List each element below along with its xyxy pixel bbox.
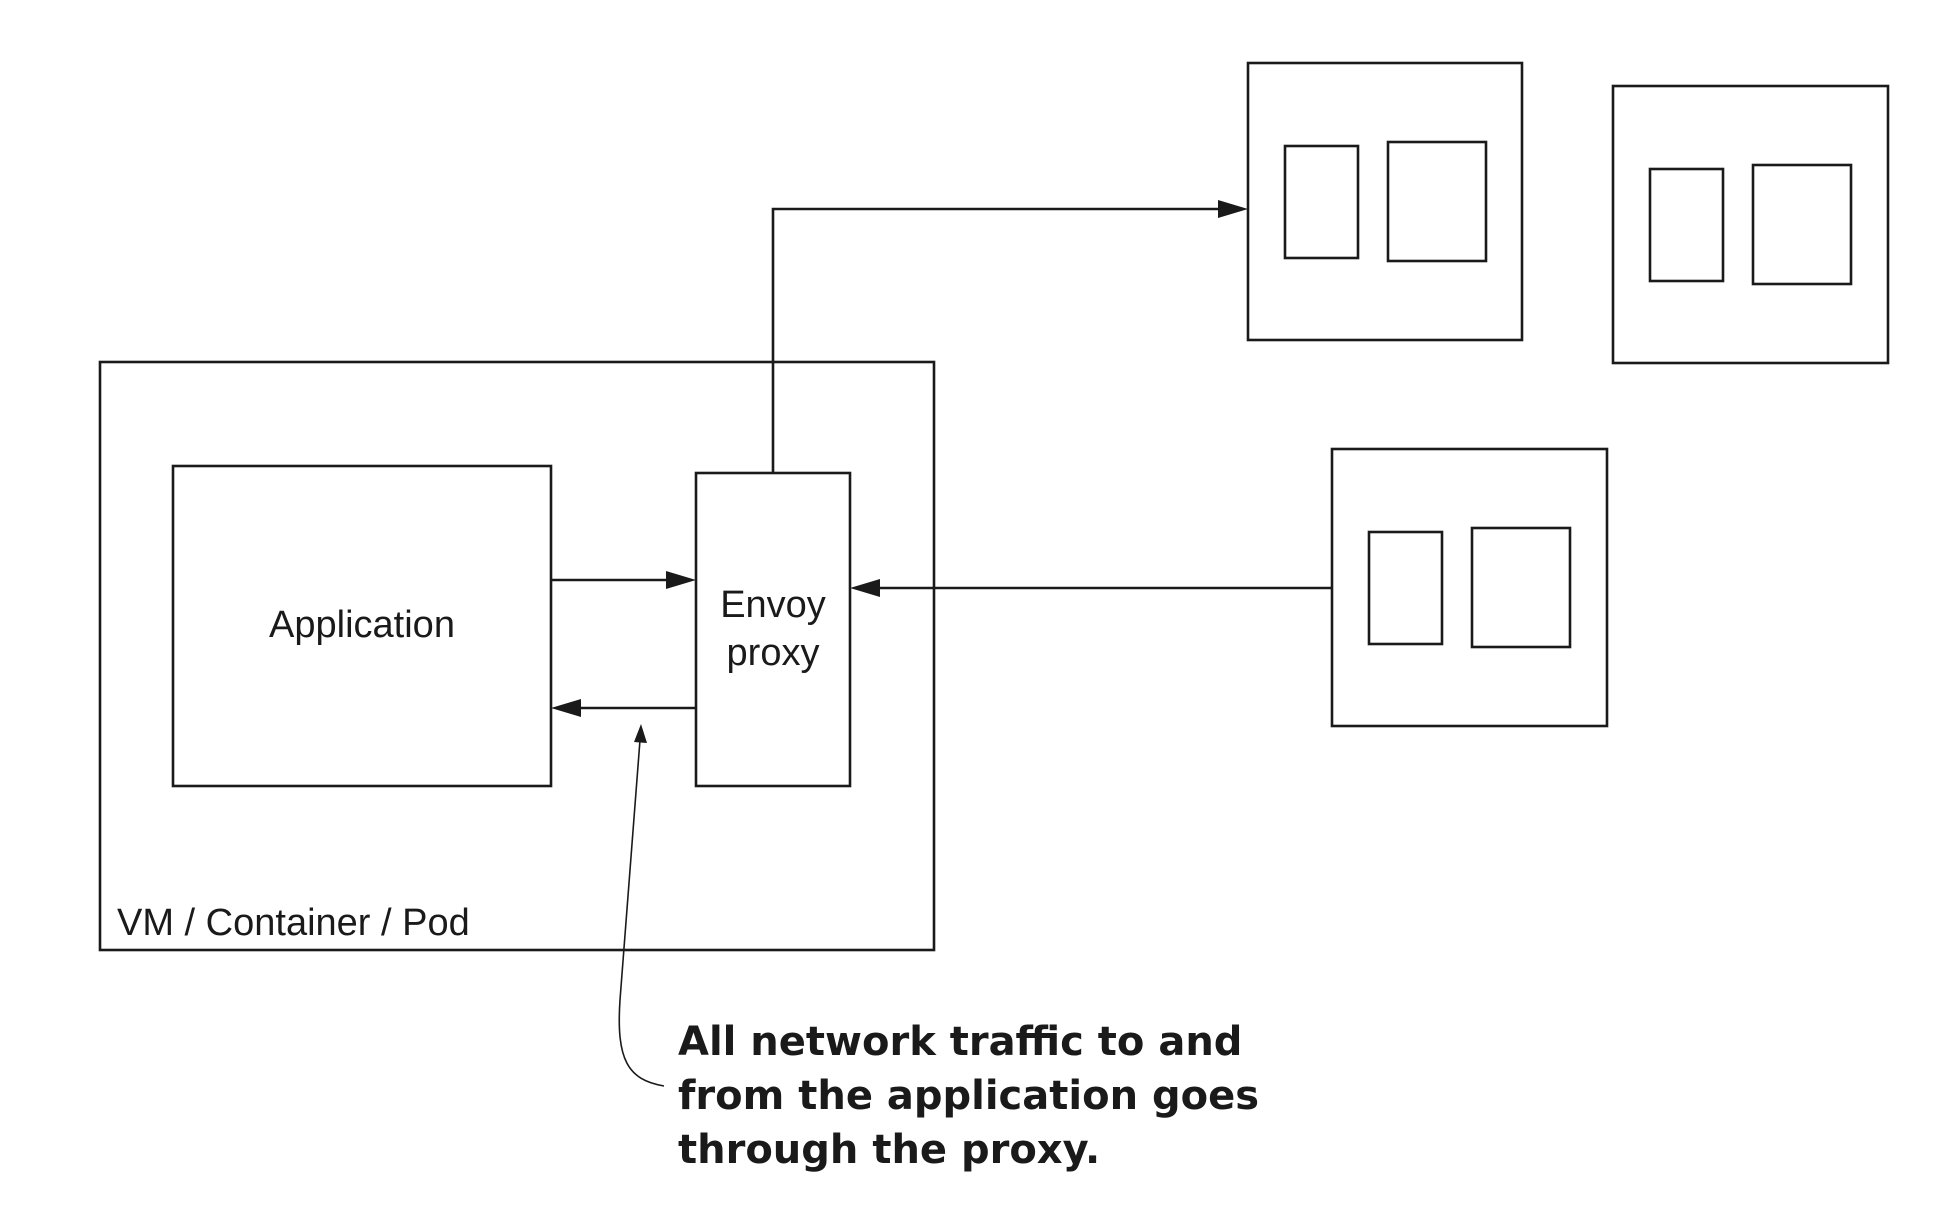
- service-2-outer: [1611, 84, 1890, 365]
- arrowhead-proxy-to-app: [551, 699, 581, 717]
- host-label: VM / Container / Pod: [117, 902, 470, 944]
- service-1-outer: [1246, 61, 1524, 342]
- host-box: [98, 360, 936, 952]
- service-box-1: [1246, 61, 1524, 342]
- envoy-label-line1: Envoy: [720, 584, 826, 626]
- arrowhead-proxy-to-service-1: [1218, 200, 1248, 218]
- service-3-inner-small: [1367, 530, 1444, 646]
- callout-line-1: All network traffic to and: [678, 1019, 1242, 1065]
- callout-arrowhead: [634, 724, 647, 743]
- service-1-inner-small: [1283, 144, 1360, 260]
- service-2-inner-small: [1648, 167, 1725, 283]
- service-3-outer: [1330, 447, 1609, 728]
- application-box: [171, 464, 553, 788]
- service-1-inner-large: [1386, 140, 1488, 263]
- envoy-proxy-box: [694, 471, 852, 788]
- application-label: Application: [269, 604, 455, 646]
- callout-leader-line: [618, 739, 665, 1087]
- service-box-2: [1611, 84, 1890, 365]
- envoy-label-line2: proxy: [727, 632, 820, 674]
- service-box-3: [1330, 447, 1609, 728]
- callout-line-3: through the proxy.: [678, 1127, 1100, 1173]
- arrowhead-service-3-to-proxy: [850, 579, 880, 597]
- callout-line-2: from the application goes: [678, 1073, 1259, 1119]
- arrowhead-app-to-proxy: [666, 571, 696, 589]
- service-3-inner-large: [1470, 526, 1572, 649]
- service-2-inner-large: [1751, 163, 1853, 286]
- arrow-proxy-to-service-1: [771, 207, 1220, 473]
